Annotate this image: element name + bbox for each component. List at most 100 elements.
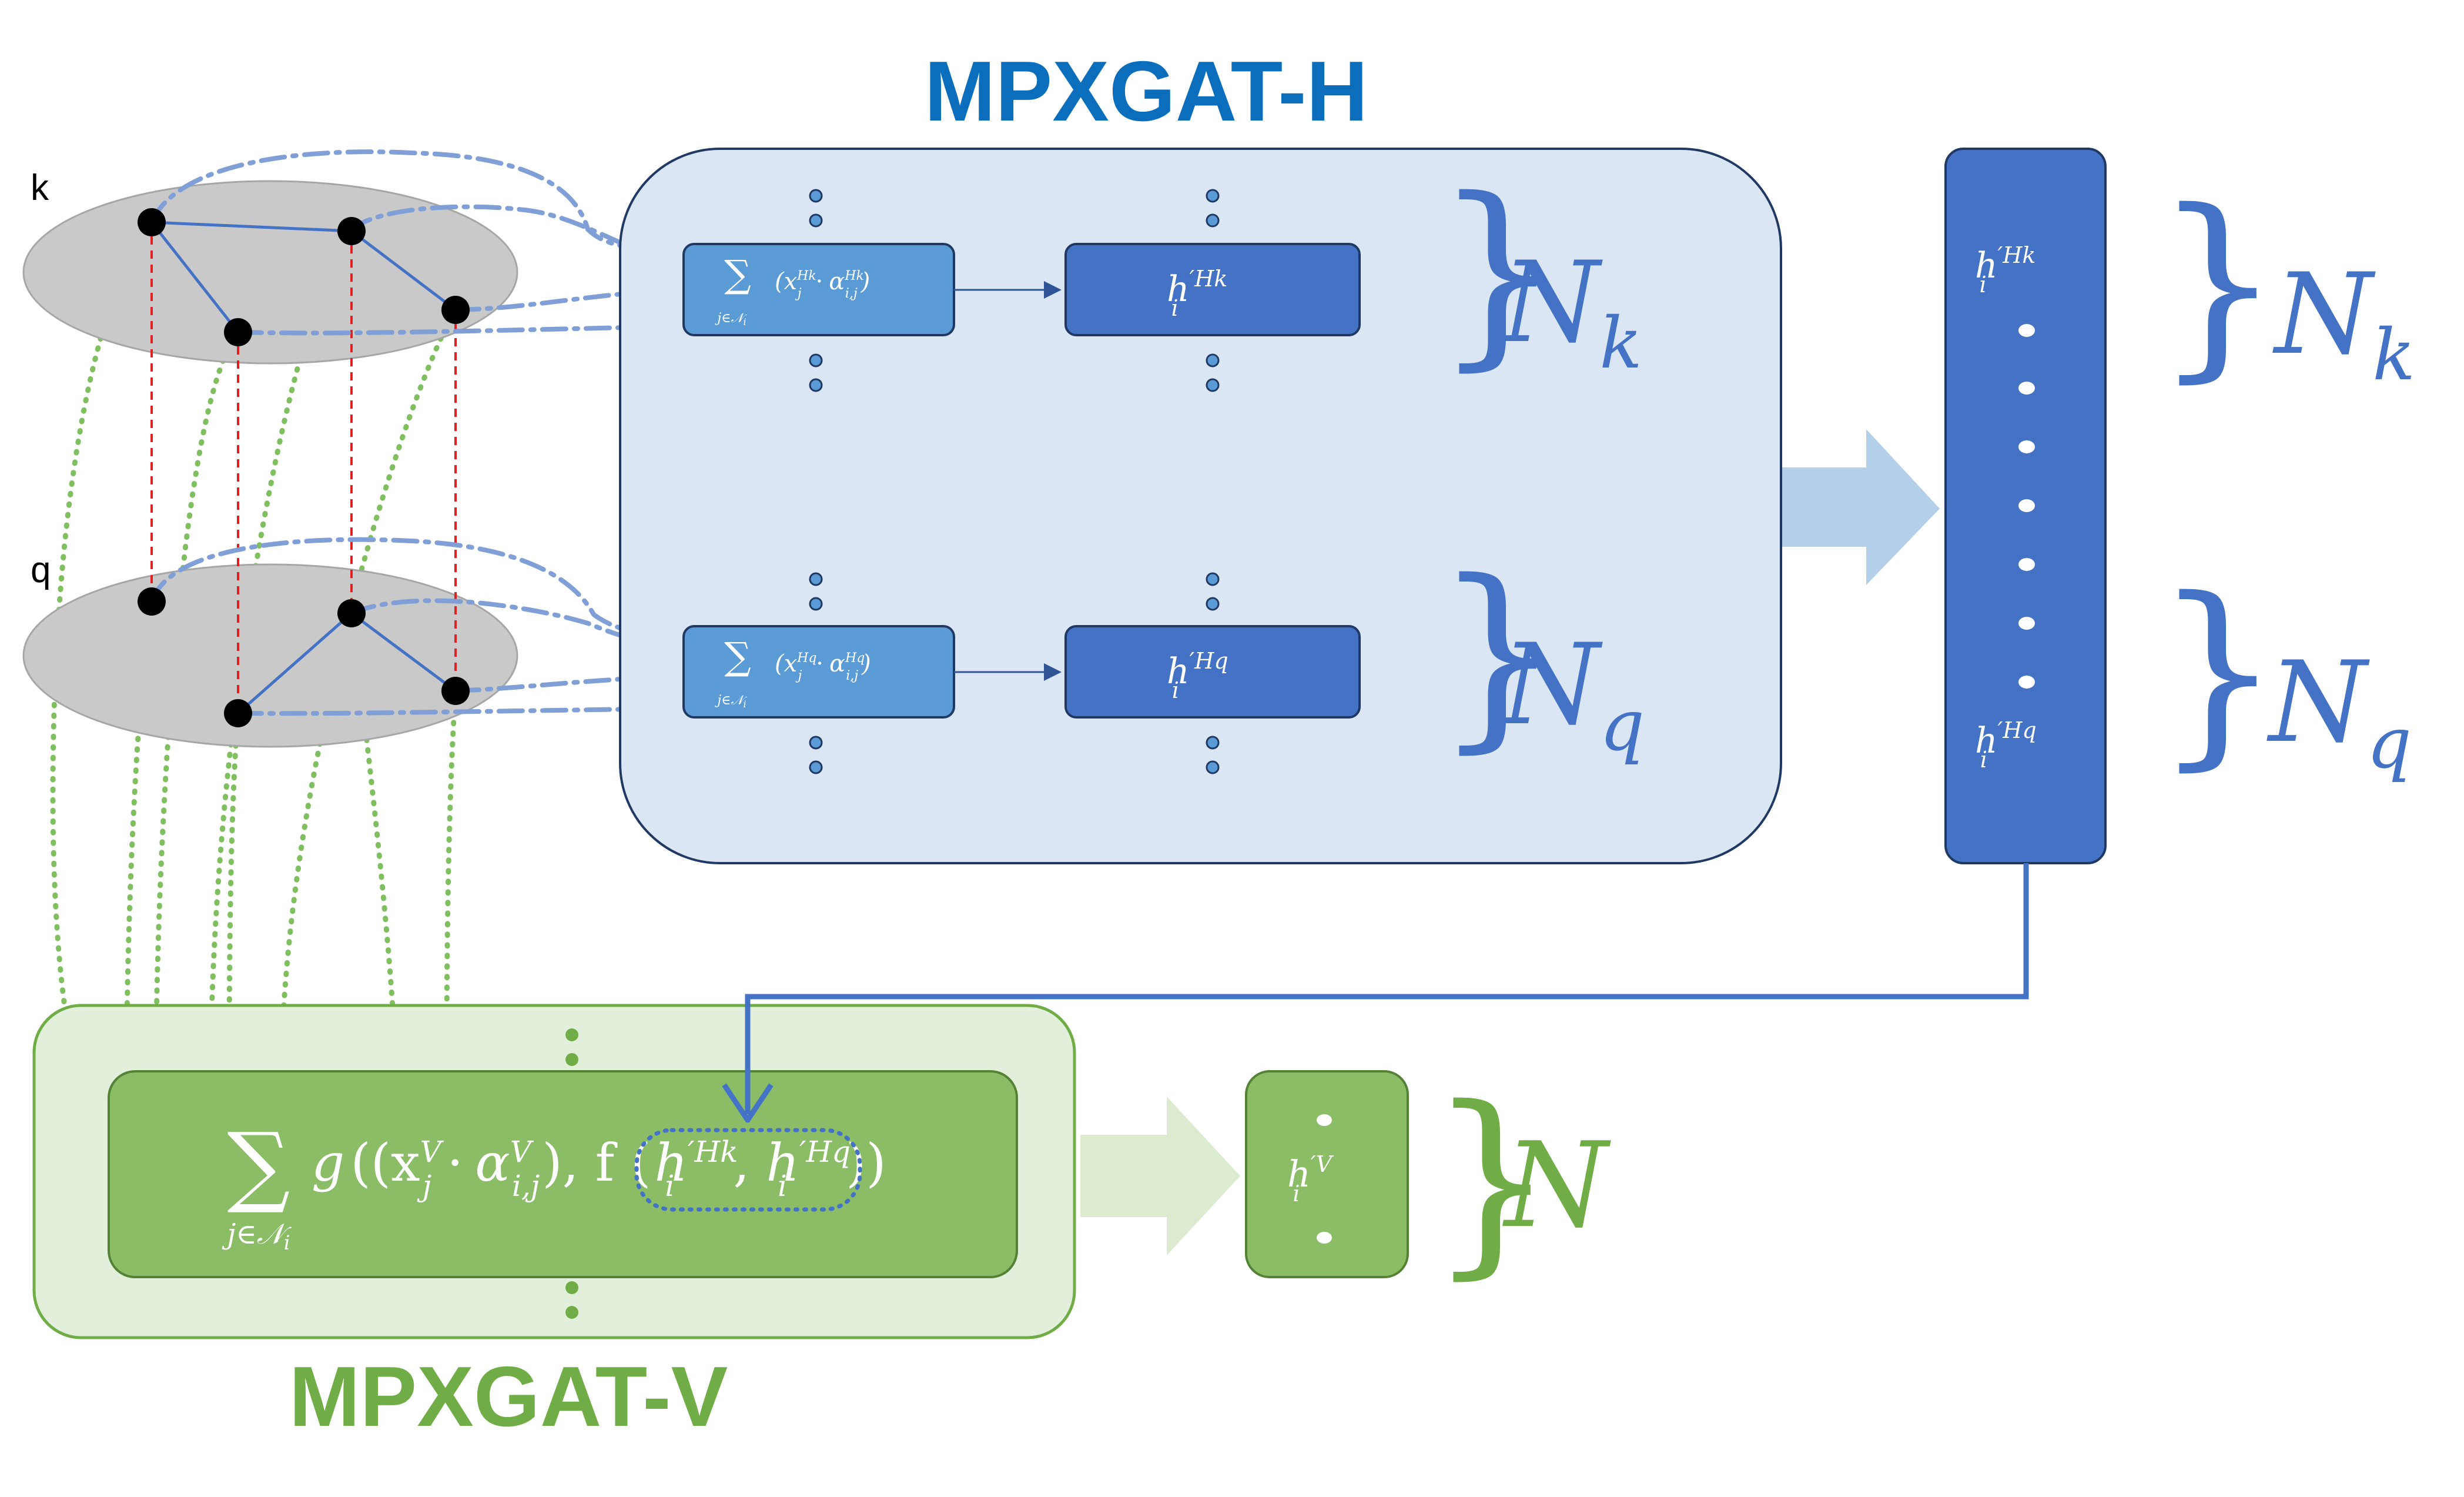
vector-dot <box>2018 617 2035 630</box>
ellipsis-dot <box>809 213 823 228</box>
neighbor-link <box>149 537 687 639</box>
inter-layer-edges <box>150 222 457 713</box>
brace-nk-right: } <box>2154 168 2281 400</box>
nodes <box>138 208 470 727</box>
intra-layer-edge <box>350 230 457 311</box>
output-dot <box>1317 1232 1332 1244</box>
sum-symbol: ∑ <box>724 253 751 296</box>
title-mpxgat-h: MPXGAT-H <box>925 44 1368 139</box>
output-embedding-box <box>1245 1070 1409 1278</box>
layer-plane-q <box>22 563 518 748</box>
ellipsis-dot <box>565 1306 578 1319</box>
node-q-1 <box>138 587 166 616</box>
ellipsis-dot <box>809 378 823 392</box>
intra-layer-edge <box>151 220 352 233</box>
highlight-embedding-input <box>634 1128 862 1212</box>
neighbor-link <box>349 598 687 648</box>
sum-index: j∈𝒩i <box>714 311 747 328</box>
title-mpxgat-v: MPXGAT-V <box>289 1349 728 1444</box>
layer-label-k: k <box>31 168 49 208</box>
output-dot <box>1317 1114 1332 1126</box>
ellipsis-dot <box>1206 378 1220 392</box>
ellipsis-dot <box>809 353 823 367</box>
ellipsis-dot <box>1206 760 1220 774</box>
ellipsis-dot <box>1206 353 1220 367</box>
intra-layer-edge <box>350 612 457 693</box>
feedback-connector-head <box>722 1083 774 1123</box>
vertical-link <box>207 228 353 1091</box>
embedding-box-hq <box>1064 625 1361 719</box>
ellipsis-dot <box>1206 572 1220 586</box>
neighbor-link <box>236 324 687 336</box>
neighbor-link <box>236 706 687 716</box>
vertical-link <box>444 688 458 1091</box>
ellipsis-dot <box>809 597 823 611</box>
ellipsis-dot <box>1206 597 1220 611</box>
vector-ellipsis <box>2018 324 2035 689</box>
neighbor-link <box>149 149 687 252</box>
intra-layer-edge <box>237 612 353 714</box>
sum-symbol: ∑ <box>724 635 751 679</box>
vector-dot <box>2018 382 2035 395</box>
feedback-connector <box>745 863 2029 1114</box>
ellipsis-dot <box>1206 736 1220 750</box>
brace-n-output: } <box>1428 1064 1555 1297</box>
sum-symbol: ∑ <box>227 1114 290 1217</box>
intra-layer-edge <box>150 221 239 333</box>
ellipsis-dot <box>1206 189 1220 203</box>
ellipsis-dot <box>809 760 823 774</box>
brace-nq-panel: } <box>1434 538 1561 771</box>
ellipsis-dots-h <box>809 189 1220 774</box>
brace-nk-panel: } <box>1434 156 1561 389</box>
layer-label-q: q <box>31 550 51 590</box>
output-arrow <box>1080 1097 1240 1255</box>
vector-dot <box>2018 324 2035 337</box>
vertical-aggregation-box <box>108 1070 1018 1278</box>
label-nq-panel: Nq <box>1499 620 1645 767</box>
ellipsis-dot <box>565 1281 578 1294</box>
vector-dot <box>2018 499 2035 512</box>
node-q-2 <box>337 599 366 627</box>
ellipsis-dots-v <box>565 1028 578 1319</box>
ellipsis-dot <box>809 572 823 586</box>
vector-dot <box>2018 676 2035 689</box>
label-nk-right: Nk <box>2272 249 2415 396</box>
concat-arrow <box>1782 429 1940 585</box>
intra-layer-edges <box>150 220 457 714</box>
ellipsis-dot <box>565 1028 578 1041</box>
ellipsis-dot <box>565 1053 578 1066</box>
node-k-4 <box>441 296 470 324</box>
embedding-box-hk <box>1064 243 1361 336</box>
vector-dot <box>2018 440 2035 453</box>
brace-nq-right: } <box>2154 556 2281 788</box>
node-k-3 <box>224 318 252 346</box>
node-k-2 <box>337 217 366 245</box>
sum-index: j∈𝒩i <box>222 1218 292 1255</box>
ellipsis-dot <box>809 189 823 203</box>
vertical-link <box>278 307 458 1091</box>
node-q-4 <box>441 677 470 705</box>
vertical-link <box>226 710 241 1091</box>
label-n-output: N <box>1502 1117 1611 1254</box>
vector-dot <box>2018 558 2035 571</box>
neighbor-link <box>347 204 687 264</box>
ellipsis-dot <box>1206 213 1220 228</box>
sum-index: j∈𝒩i <box>714 693 747 710</box>
ellipsis-dot <box>809 736 823 750</box>
label-nq-right: Nq <box>2267 637 2412 784</box>
node-q-3 <box>224 699 252 727</box>
node-k-1 <box>138 208 166 236</box>
